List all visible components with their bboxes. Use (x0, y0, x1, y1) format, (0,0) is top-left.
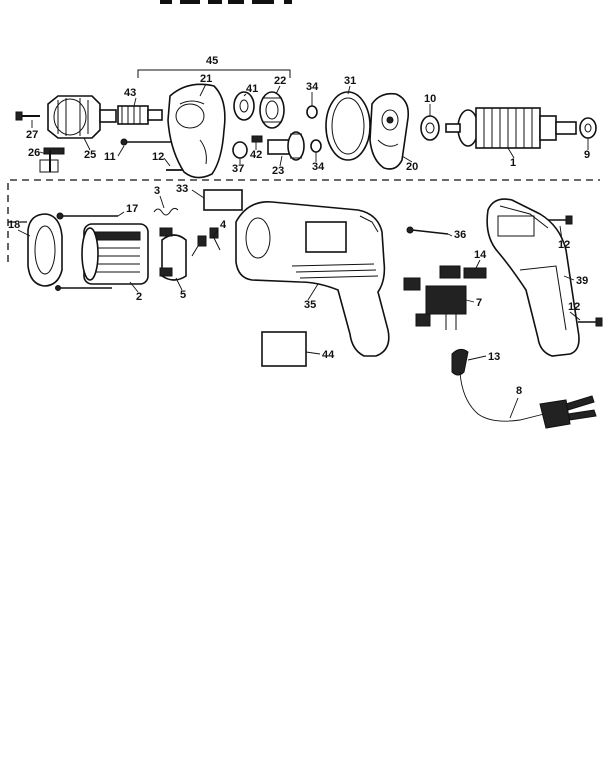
callout-22: 22 (274, 75, 286, 87)
long-screw-part (55, 285, 112, 291)
callout-1: 1 (510, 157, 516, 169)
label-part (261, 331, 307, 367)
callout-21: 21 (200, 73, 212, 85)
spring-part (153, 207, 179, 216)
field-part (81, 223, 149, 285)
bearing-part (232, 141, 248, 159)
cropped-top-text (160, 0, 292, 4)
armature-part (445, 107, 577, 149)
bearing-plate-part (369, 92, 410, 170)
callout-43: 43 (124, 87, 136, 99)
callout-9: 9 (584, 149, 590, 161)
callout-3: 3 (154, 185, 160, 197)
assembly-bracket (137, 69, 291, 78)
bearing-part (420, 115, 440, 141)
callout-34: 34 (312, 161, 325, 173)
pin-part (120, 138, 172, 146)
cord-and-plug-part (459, 371, 597, 429)
callout-27: 27 (26, 129, 38, 141)
callout-10: 10 (424, 93, 436, 105)
label-plate-part (203, 189, 243, 211)
brush-part (191, 227, 221, 257)
callout-36: 36 (454, 229, 466, 241)
motor-housing-part (235, 201, 390, 357)
spindle-part (117, 105, 163, 125)
brush-holder-part (159, 227, 187, 281)
callout-11: 11 (104, 151, 116, 163)
callout-25: 25 (84, 149, 96, 161)
bearing-part (233, 91, 255, 121)
callout-17: 17 (126, 203, 138, 215)
long-screw-part (56, 212, 118, 220)
callout-41: 41 (246, 83, 258, 95)
callout-12: 12 (152, 151, 164, 163)
callout-37: 37 (232, 163, 244, 175)
callout-39: 39 (576, 275, 588, 287)
chuck-part (47, 95, 117, 139)
callout-12: 12 (558, 239, 570, 251)
intermediate-gear-part (267, 131, 305, 161)
callout-42: 42 (250, 149, 262, 161)
strain-relief-part (451, 348, 469, 376)
callout-5: 5 (180, 289, 186, 301)
callout-33: 33 (176, 183, 188, 195)
callout-44: 44 (322, 349, 335, 361)
callout-13: 13 (488, 351, 500, 363)
separator-dashed-line (7, 179, 600, 262)
callout-45: 45 (206, 55, 218, 67)
callout-12: 12 (568, 301, 580, 313)
key-part (251, 135, 263, 143)
callout-20: 20 (406, 161, 418, 173)
callout-26: 26 (28, 147, 40, 159)
switch-part (403, 277, 467, 330)
chuck-key-part (39, 147, 65, 173)
callout-4: 4 (220, 219, 227, 231)
callout-35: 35 (304, 299, 316, 311)
screw-part (578, 317, 603, 327)
screw-part (548, 215, 573, 225)
gear-part (259, 91, 285, 129)
screw-part (406, 226, 449, 235)
callout-31: 31 (344, 75, 356, 87)
callout-34: 34 (306, 81, 319, 93)
gasket-part (325, 91, 371, 161)
handle-half-part (486, 198, 580, 357)
callout-7: 7 (476, 297, 482, 309)
end-cap-part (27, 213, 63, 287)
washer-part (310, 139, 322, 153)
callout-14: 14 (474, 249, 487, 261)
switch-lock-part (439, 265, 487, 279)
callout-2: 2 (136, 291, 142, 303)
callout-18: 18 (8, 219, 20, 231)
callout-23: 23 (272, 165, 284, 177)
washer-part (306, 105, 318, 119)
gear-case-part (167, 83, 226, 179)
leader-lines (17, 83, 589, 419)
callout-labels: 45 21 22 34 31 43 41 10 27 25 11 26 12 3… (8, 55, 590, 397)
callout-8: 8 (516, 385, 522, 397)
bearing-part (579, 117, 597, 139)
screw-part (15, 111, 40, 121)
